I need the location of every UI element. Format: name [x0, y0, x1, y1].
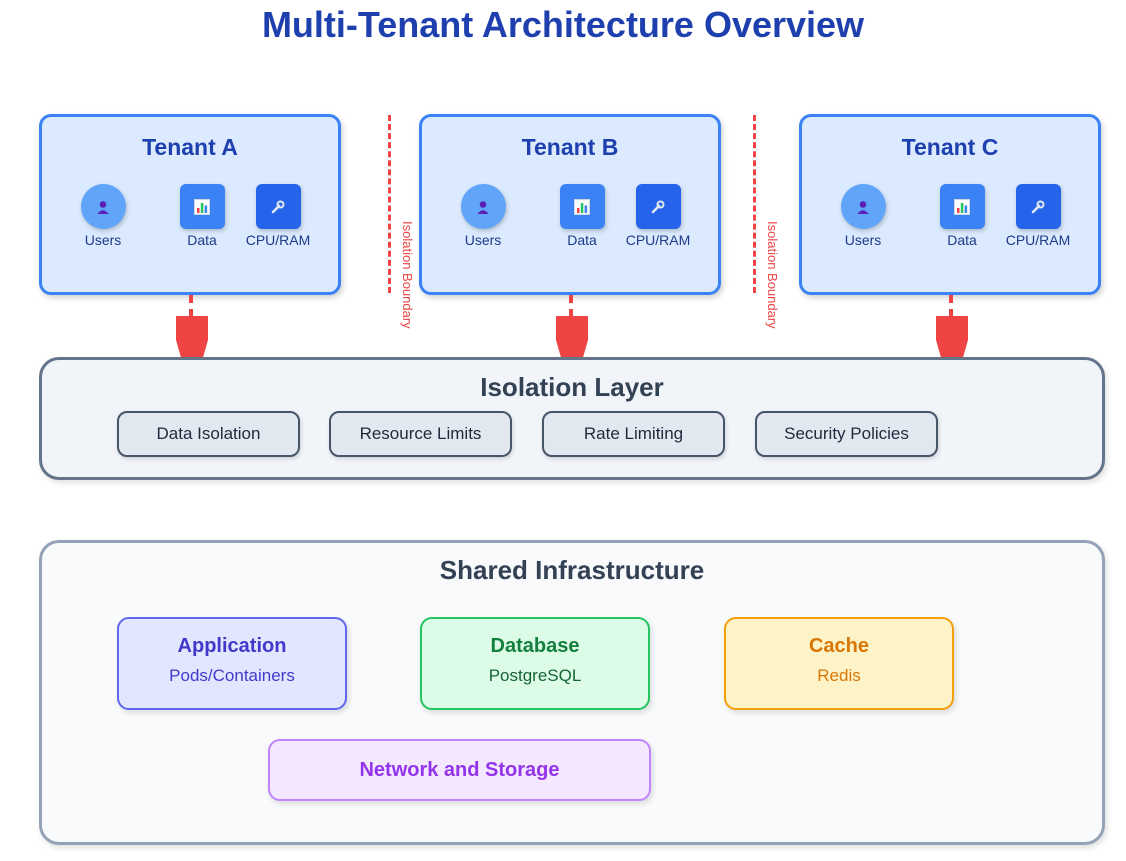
- tenant-cpu-ram: CPU/RAM: [993, 184, 1083, 248]
- user-icon: [460, 184, 506, 229]
- bar-chart-icon: [559, 184, 605, 229]
- wrench-icon: [635, 184, 681, 229]
- database-box: Database PostgreSQL: [420, 617, 650, 710]
- tenant-item-label: Data: [187, 232, 217, 248]
- page-title: Multi-Tenant Architecture Overview: [261, 4, 865, 45]
- user-icon: [840, 184, 886, 229]
- tenant-item-label: CPU/RAM: [245, 232, 311, 248]
- shared-infrastructure-title: Shared Infrastructure: [439, 555, 705, 585]
- tenant-data: Data: [537, 184, 627, 248]
- database-sub: PostgreSQL: [488, 666, 582, 685]
- application-name: Application: [177, 635, 287, 657]
- tenant-item-label: Data: [947, 232, 977, 248]
- network-storage-box: Network and Storage: [268, 739, 651, 801]
- down-arrow-icon: [176, 316, 208, 361]
- user-icon: [80, 184, 126, 229]
- tenant-b-connector: [569, 295, 573, 317]
- tenant-item-label: Data: [567, 232, 597, 248]
- wrench-icon: [1015, 184, 1061, 229]
- tenant-data: Data: [157, 184, 247, 248]
- tenant-users: Users: [58, 184, 148, 248]
- application-box: Application Pods/Containers: [117, 617, 347, 710]
- tenant-item-label: Users: [84, 232, 122, 248]
- network-storage-name: Network and Storage: [359, 759, 560, 781]
- tenant-title: Tenant C: [901, 134, 999, 160]
- database-name: Database: [490, 635, 580, 657]
- tenant-data: Data: [917, 184, 1007, 248]
- cache-box: Cache Redis: [724, 617, 954, 710]
- security-policies-pill: Security Policies: [755, 411, 938, 457]
- isolation-boundary-label: Isolation Boundary: [400, 221, 415, 329]
- tenant-title: Tenant A: [142, 134, 238, 160]
- tenant-users: Users: [818, 184, 908, 248]
- isolation-boundary-line: [753, 115, 756, 293]
- isolation-boundary-line: [388, 115, 391, 293]
- tenant-c-box: Tenant C Users Data CPU/RAM: [799, 114, 1101, 295]
- tenant-item-label: Users: [844, 232, 882, 248]
- tenant-a-connector: [189, 295, 193, 317]
- resource-limits-pill: Resource Limits: [329, 411, 512, 457]
- tenant-item-label: CPU/RAM: [625, 232, 691, 248]
- cache-sub: Redis: [817, 666, 861, 685]
- isolation-layer-title: Isolation Layer: [480, 372, 664, 402]
- shared-infrastructure-panel: Shared Infrastructure Application Pods/C…: [39, 540, 1105, 845]
- tenant-cpu-ram: CPU/RAM: [233, 184, 323, 248]
- isolation-layer-panel: Isolation Layer Data Isolation Resource …: [39, 357, 1105, 480]
- tenant-item-label: Users: [464, 232, 502, 248]
- bar-chart-icon: [179, 184, 225, 229]
- cache-name: Cache: [808, 635, 870, 657]
- tenant-users: Users: [438, 184, 528, 248]
- application-sub: Pods/Containers: [169, 666, 295, 685]
- tenant-c-connector: [949, 295, 953, 317]
- bar-chart-icon: [939, 184, 985, 229]
- wrench-icon: [255, 184, 301, 229]
- tenant-title: Tenant B: [521, 134, 619, 160]
- down-arrow-icon: [556, 316, 588, 361]
- tenant-b-box: Tenant B Users Data CPU/RAM: [419, 114, 721, 295]
- down-arrow-icon: [936, 316, 968, 361]
- tenant-item-label: CPU/RAM: [1005, 232, 1071, 248]
- isolation-boundary-label: Isolation Boundary: [765, 221, 780, 329]
- rate-limiting-pill: Rate Limiting: [542, 411, 725, 457]
- tenant-cpu-ram: CPU/RAM: [613, 184, 703, 248]
- data-isolation-pill: Data Isolation: [117, 411, 300, 457]
- tenant-a-box: Tenant A Users Data CPU/RAM: [39, 114, 341, 295]
